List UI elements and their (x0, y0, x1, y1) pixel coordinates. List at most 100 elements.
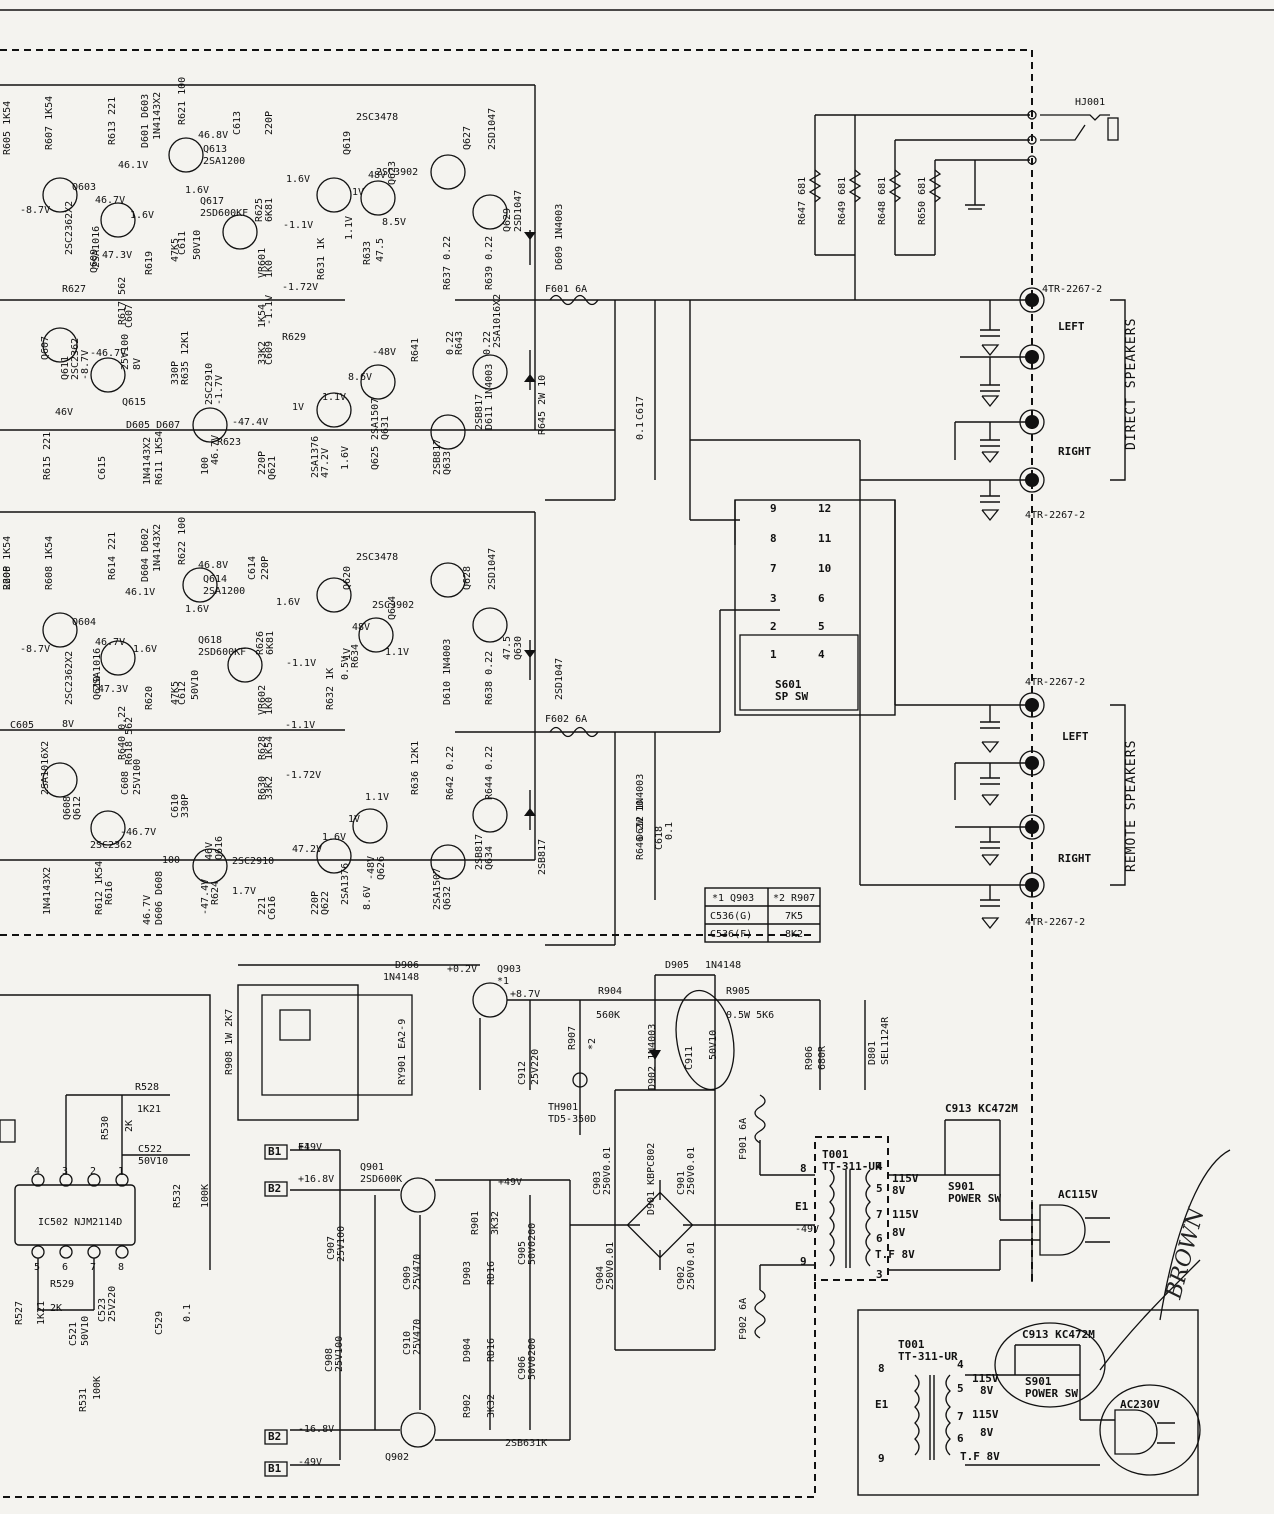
amp-lower-label-13: 2SC3478 (356, 552, 398, 563)
amp-lower-label-45: 47.5 (502, 636, 513, 660)
amp-upper-label-42: 1.1V (344, 216, 355, 240)
transformer-tap-2: 115V (892, 1208, 919, 1221)
connector-box-2 (264, 1429, 288, 1445)
ic-section (0, 994, 211, 1311)
ic-label-10: R527 (14, 1301, 25, 1325)
protection-label-17: *2 (587, 1038, 598, 1050)
ic-pin-7: 7 (90, 1262, 96, 1273)
amp-upper-label-65: 0.22 (445, 331, 456, 355)
inset-pin-1: 4 (957, 1358, 964, 1371)
amp-lower-label-59: R630 (257, 776, 268, 800)
connector-box-0 (264, 1144, 288, 1160)
transistor-symbols-upper (42, 137, 508, 450)
connector-b2-1: B2 (268, 1182, 281, 1195)
power-supply-label-8: 25V100 (336, 1226, 347, 1262)
amp-lower-label-78: 46.7V (142, 895, 153, 925)
switch-pin-4: 4 (818, 648, 825, 661)
power-supply-label-6: 3K32 (490, 1211, 501, 1235)
amp-lower-label-58: -1.72V (285, 770, 321, 781)
amp-upper-label-35: R619 (144, 251, 155, 275)
amp-upper-label-79: R623 (217, 437, 241, 448)
amp-lower-label-52: C608 (120, 771, 131, 795)
amp-upper-label-10: C613 (232, 111, 243, 135)
amp-lower-label-81: R612 1K54 (94, 861, 105, 915)
amp-upper-label-91: 1.6V (340, 446, 351, 470)
amp-upper-label-22: Q617 (200, 196, 224, 207)
connector-box-1 (264, 1181, 288, 1197)
amp-lower-label-70: -46.7V (120, 827, 156, 838)
power-switch-name: POWER SW (948, 1192, 1001, 1205)
amp-lower-label-8: 2SA1200 (203, 586, 245, 597)
connector-b1-0: B1 (268, 1145, 282, 1158)
amp-upper-label-100: Q633 (442, 451, 453, 475)
table-header-2: *2 R907 (773, 893, 815, 904)
amp-lower-label-88: 47.2V (292, 844, 322, 855)
remote-speakers-title: REMOTE SPEAKERS (1124, 740, 1139, 872)
amp-lower-label-98: Q634 (484, 846, 495, 870)
power-supply-label-25: 25V100 (334, 1336, 345, 1372)
fuse-f901: F901 6A (738, 1118, 749, 1160)
power-supply-label-27: 25V470 (412, 1319, 423, 1355)
amp-upper-label-75: Q615 (122, 397, 146, 408)
amp-upper-label-29: 46.7V (95, 195, 125, 206)
inset-transformer-ref: T001 (898, 1338, 925, 1351)
power-supply-label-30: C906 (517, 1356, 528, 1380)
inset-230v (857, 1309, 1201, 1496)
protection-label-24: SEL1124R (880, 1016, 891, 1065)
amp-lower-label-62: 330P (180, 794, 191, 818)
amp-lower-label-9: 46.1V (125, 587, 155, 598)
fuse-f601: F601 6A (545, 284, 587, 295)
amp-lower-label-72: Q616 (214, 836, 225, 860)
power-supply-label-26: C910 (402, 1331, 413, 1355)
amp-upper-label-85: R615 221 (42, 432, 53, 480)
amp-upper-label-54: 8V (132, 358, 143, 370)
ac-input-label: AC115V (1058, 1188, 1098, 1201)
switch-pin-11: 11 (818, 532, 832, 545)
amp-lower-label-40: 1K0 (264, 697, 275, 715)
amp-upper-label-20: 1.6V (286, 174, 310, 185)
remote-left-label: LEFT (1062, 730, 1089, 743)
power-supply-label-17: D901 KBPC802 (646, 1143, 657, 1215)
amp-lower-label-89: 1.6V (322, 832, 346, 843)
ic-label-9: 2K (50, 1303, 62, 1314)
switch-pin-2: 2 (770, 620, 777, 633)
amp-lower-label-103: 0.1 (664, 822, 675, 840)
protection-label-13: RY901 EA2-9 (397, 1019, 408, 1085)
amp-upper-label-5: R621 100 (177, 77, 188, 125)
amp-channel-upper (0, 84, 615, 450)
amp-lower-label-33: 2SA1016 (92, 648, 103, 690)
switch-pin-8: 8 (770, 532, 777, 545)
amp-upper-label-7: Q613 (203, 144, 227, 155)
connector-box-3 (264, 1461, 288, 1477)
power-supply-label-14: 50V0200 (527, 1223, 538, 1265)
power-supply-label-21: 250V0.01 (605, 1242, 616, 1290)
amp-lower-label-47: 2SD1047 (554, 658, 565, 700)
table-cell-r1c1: C536(G) (710, 911, 752, 922)
switch-pin-7: 7 (770, 562, 777, 575)
power-switch-ref: S901 (948, 1180, 975, 1193)
ic-label-17: 0.1 (182, 1304, 193, 1322)
transformer-tap-3: 8V (892, 1226, 906, 1239)
ic-pin-6: 6 (62, 1262, 68, 1273)
amp-lower-label-61: C610 (170, 794, 181, 818)
amp-upper-label-43: 8.5V (382, 217, 406, 228)
transformer-tap-1: 8V (892, 1184, 906, 1197)
amp-lower-label-56: 1K54 (264, 736, 275, 760)
output-wiring (545, 110, 1126, 946)
amp-lower-label-31: 2SC2362X2 (64, 651, 75, 705)
ic-pin-1: 1 (118, 1166, 124, 1177)
amp-upper-label-69: Q607 (40, 336, 51, 360)
ic-label-15: 25V220 (107, 1286, 118, 1322)
amp-lower-label-26: -1.1V (286, 658, 316, 669)
power-supply-label-29: RD16 (486, 1338, 497, 1362)
amp-lower-label-39: VR602 (257, 685, 268, 715)
amp-upper-label-99: 2SB817 (432, 439, 443, 475)
amp-upper-label-18: 48V (368, 170, 386, 181)
amp-upper-label-14: Q627 (462, 126, 473, 150)
protection-label-9: 560K (596, 1010, 620, 1021)
transformer-model: TT-311-UR (822, 1160, 882, 1173)
amp-lower-label-35: R620 (144, 686, 155, 710)
inset-tap-3: 8V (980, 1426, 994, 1439)
transformer-pin-2: 5 (876, 1182, 883, 1195)
amp-lower-label-84: C616 (267, 896, 278, 920)
